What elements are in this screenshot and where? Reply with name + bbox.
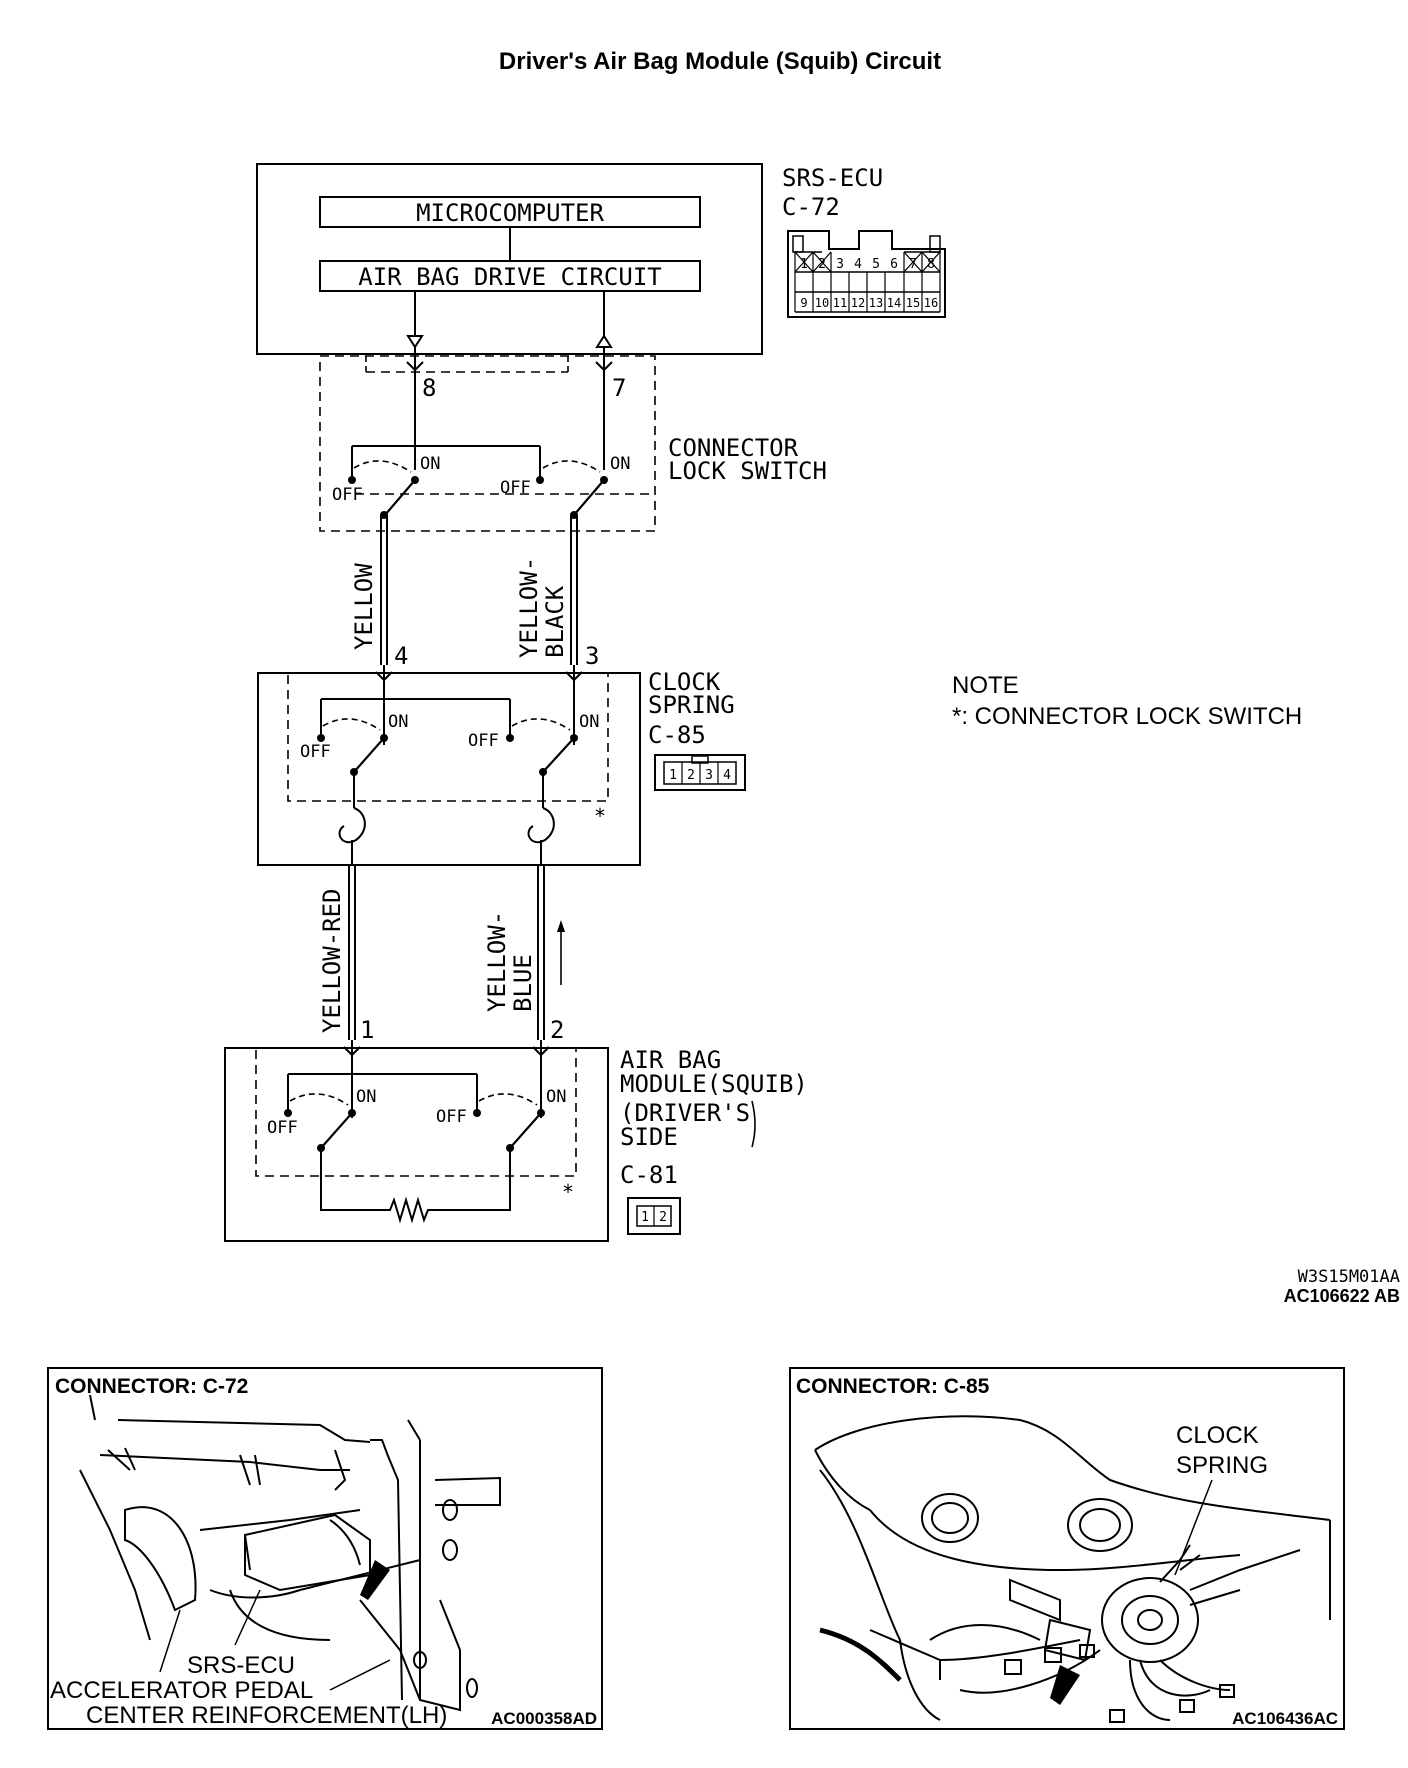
c72-pin-row2-7: 15	[906, 296, 920, 310]
lock-off-left: OFF	[332, 485, 363, 505]
c85-pin-1: 1	[669, 768, 677, 783]
airbag-connector: C-81	[620, 1161, 678, 1189]
airbag-label-2: MODULE(SQUIB)	[620, 1070, 808, 1098]
wire-yellow	[380, 515, 388, 665]
wire-yellow-blue	[537, 865, 545, 1040]
cs-on-left: ON	[388, 712, 408, 732]
wire-label-yellow-red: YELLOW-RED	[318, 889, 346, 1034]
c81-connector-face: 1 2	[627, 1197, 681, 1235]
ecu-connector-label: C-72	[782, 193, 840, 221]
wire-label-yb-2: BLACK	[541, 585, 569, 658]
c72-pin-row2-4: 12	[851, 296, 865, 310]
note-text: *: CONNECTOR LOCK SWITCH	[952, 703, 1302, 730]
lock-switch-label-2: LOCK SWITCH	[668, 457, 827, 485]
connector-lock-switch-block: ON OFF ON OFF 8 7	[319, 347, 656, 532]
c81-pin-1: 1	[641, 1210, 649, 1225]
pin-7: 7	[612, 374, 626, 402]
drawing-code-w: W3S15M01AA	[1298, 1267, 1400, 1287]
airbag-label-3: (DRIVER'S	[620, 1099, 750, 1127]
wire-label-yellow: YELLOW	[350, 563, 378, 650]
ecu-name-label: SRS-ECU	[782, 164, 883, 192]
lock-on-right: ON	[610, 454, 630, 474]
note-title: NOTE	[952, 672, 1019, 699]
airbag-label-1: AIR BAG	[620, 1046, 721, 1074]
c72-pin-row2-1: 9	[800, 296, 807, 310]
current-flow-arrow	[557, 920, 565, 985]
clock-spring-block: ON OFF ON OFF * 4 3	[257, 642, 641, 866]
ab-on-right: ON	[546, 1087, 566, 1107]
c85-pin-4: 4	[723, 768, 731, 783]
wire-label-ybl-1: YELLOW-	[483, 911, 511, 1012]
ab-off-left: OFF	[267, 1118, 298, 1138]
c72-pin-row2-2: 10	[815, 296, 829, 310]
drive-circuit-label: AIR BAG DRIVE CIRCUIT	[358, 263, 661, 291]
panel1-title: CONNECTOR: C-72	[55, 1375, 248, 1398]
connector-c72-panel: CONNECTOR: C-72	[47, 1367, 603, 1730]
clock-spring-label-2: SPRING	[648, 691, 735, 719]
cs-on-right: ON	[579, 712, 599, 732]
microcomputer-label: MICROCOMPUTER	[416, 199, 604, 227]
c72-pin-row1-3: 3	[836, 257, 844, 272]
panel1-code: AC000358AD	[491, 1709, 597, 1728]
pin-3: 3	[585, 642, 599, 670]
pin-4: 4	[394, 642, 408, 670]
c72-pin-row2-8: 16	[924, 296, 938, 310]
lock-on-left: ON	[420, 454, 440, 474]
wire-yellow-red	[348, 865, 356, 1040]
pin-2: 2	[550, 1016, 564, 1044]
lock-off-right: OFF	[500, 478, 531, 498]
panel2-label-2: SPRING	[1176, 1452, 1268, 1479]
srs-ecu-block: MICROCOMPUTER AIR BAG DRIVE CIRCUIT	[256, 163, 763, 355]
panel1-label-pedal-1: ACCELERATOR PEDAL	[50, 1677, 313, 1704]
ab-off-right: OFF	[436, 1107, 467, 1127]
c72-pin-row2-3: 11	[833, 296, 847, 310]
panel1-label-ecu: SRS-ECU	[187, 1652, 295, 1679]
connector-c85-panel: CONNECTOR: C-85 CLOCK SPRING	[789, 1367, 1345, 1730]
c72-pin-row1-8: 8	[927, 257, 935, 272]
page-title: Driver's Air Bag Module (Squib) Circuit	[498, 48, 942, 75]
cs-off-right: OFF	[468, 731, 499, 751]
c72-pin-row1-2: 2	[818, 257, 826, 272]
c72-pin-row1-5: 5	[872, 257, 880, 272]
panel2-title: CONNECTOR: C-85	[796, 1375, 990, 1398]
wire-label-yb-1: YELLOW-	[515, 557, 543, 658]
pin-8: 8	[422, 374, 436, 402]
ab-star: *	[562, 1180, 574, 1204]
c85-pin-3: 3	[705, 768, 713, 783]
wire-yellow-black	[570, 515, 578, 665]
c85-pin-2: 2	[687, 768, 695, 783]
c72-pin-row1-6: 6	[890, 257, 898, 272]
drawing-code-ac: AC106622 AB	[1284, 1286, 1400, 1306]
cs-star: *	[594, 804, 606, 828]
c72-pin-row1-1: 1	[800, 257, 808, 272]
c72-pin-row1-4: 4	[854, 257, 862, 272]
airbag-module-block: ON OFF ON OFF * 1 2	[224, 1016, 609, 1242]
c72-pin-row2-5: 13	[869, 296, 883, 310]
clock-spring-connector: C-85	[648, 721, 706, 749]
clock-spring-label-1: CLOCK	[648, 668, 721, 696]
panel2-code: AC106436AC	[1232, 1709, 1338, 1728]
panel2-label-1: CLOCK	[1176, 1422, 1259, 1449]
wire-label-ybl-2: BLUE	[509, 954, 537, 1012]
ab-on-left: ON	[356, 1087, 376, 1107]
cs-off-left: OFF	[300, 742, 331, 762]
panel1-label-pedal-2: CENTER REINFORCEMENT(LH)	[86, 1702, 447, 1729]
c72-pin-row1-7: 7	[909, 257, 917, 272]
airbag-label-4: SIDE	[620, 1123, 678, 1151]
c81-pin-2: 2	[659, 1210, 667, 1225]
c72-pin-row2-6: 14	[887, 296, 901, 310]
lock-switch-label-1: CONNECTOR	[668, 434, 799, 462]
pin-1: 1	[360, 1016, 374, 1044]
